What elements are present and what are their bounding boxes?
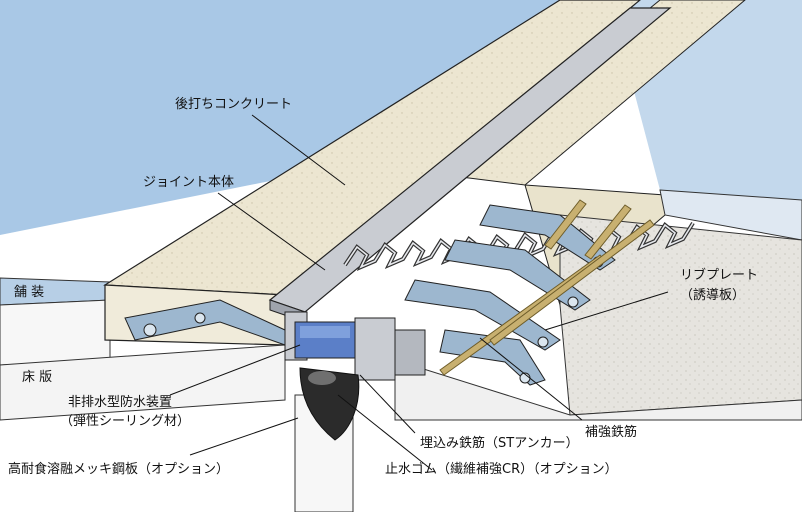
leader-lines <box>169 114 669 471</box>
label-rib-plate: リブプレート <box>680 268 759 283</box>
label-waterproof-device: 非排水型防水装置 <box>68 395 173 410</box>
joint-body-plate <box>268 7 695 323</box>
label-galvanized-plate: 高耐食溶融メッキ鋼板（オプション） <box>8 462 230 477</box>
label-elastic-sealant: （弾性シーリング材） <box>60 414 191 429</box>
label-embedded-rebar: 埋込み鉄筋（STアンカー） <box>420 436 579 451</box>
label-pavement: 舗 装 <box>14 285 45 300</box>
label-joint-body: ジョイント本体 <box>143 175 235 190</box>
label-waterstop-rubber: 止水ゴム（繊維補強CR）（オプション） <box>385 462 618 477</box>
rib-plate-3 <box>404 279 561 351</box>
waterstop-rubber <box>299 367 360 441</box>
reinforcing-bars <box>439 199 655 376</box>
left-anchor-bracket <box>124 299 286 346</box>
label-reinforcing-rebar: 補強鉄筋 <box>585 425 638 440</box>
label-post-cast-concrete: 後打ちコンクリート <box>175 97 293 112</box>
label-floor-slab: 床 版 <box>22 370 53 385</box>
label-rib-plate-guide: （誘導板） <box>680 288 746 303</box>
floor-slab <box>0 344 802 421</box>
joint-front-section <box>284 311 426 381</box>
